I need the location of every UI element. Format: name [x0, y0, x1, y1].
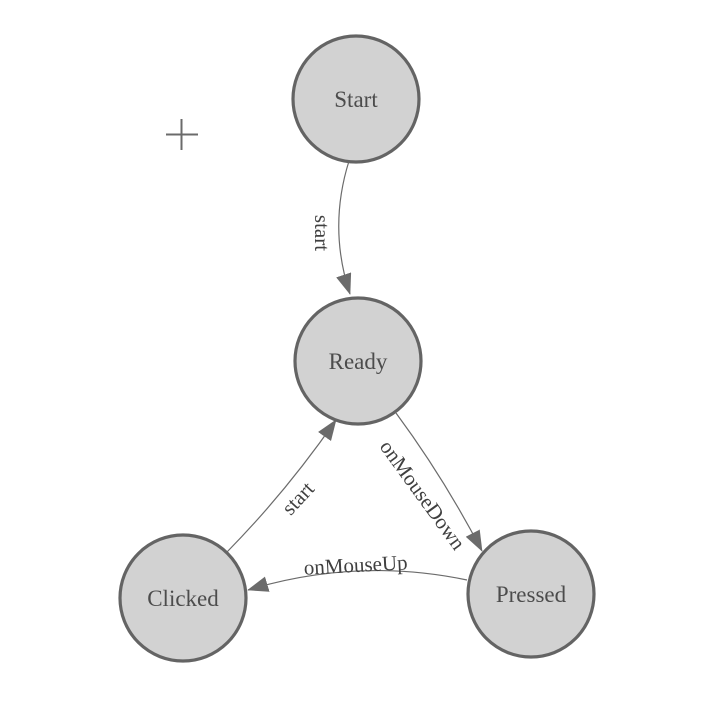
node-start-circle[interactable]	[291, 34, 421, 164]
edge-pressed-to-clicked	[247, 569, 468, 592]
node-ready-circle[interactable]	[293, 296, 423, 426]
node-pressed[interactable]: Pressed	[466, 529, 596, 659]
node-clicked-circle[interactable]	[118, 533, 248, 663]
edge-label-start-to-ready: start	[310, 215, 334, 251]
node-clicked-label: Clicked	[147, 586, 219, 611]
plus-crosshair-icon	[166, 119, 198, 150]
node-start[interactable]: Start	[291, 34, 421, 164]
node-pressed-label: Pressed	[496, 582, 567, 607]
node-ready[interactable]: Ready	[293, 296, 423, 426]
edge-clicked-to-ready	[226, 419, 337, 553]
node-clicked[interactable]: Clicked	[118, 533, 248, 663]
edge-label-clicked-to-ready: start	[277, 477, 319, 520]
node-start-label: Start	[334, 87, 378, 112]
node-pressed-circle[interactable]	[466, 529, 596, 659]
edge-label-pressed-to-clicked: onMouseUp	[303, 550, 408, 579]
node-ready-label: Ready	[329, 349, 388, 374]
edge-ready-to-pressed	[395, 412, 483, 552]
edge-start-to-ready	[336, 160, 352, 295]
edge-label-ready-to-pressed: onMouseDown	[375, 435, 471, 554]
